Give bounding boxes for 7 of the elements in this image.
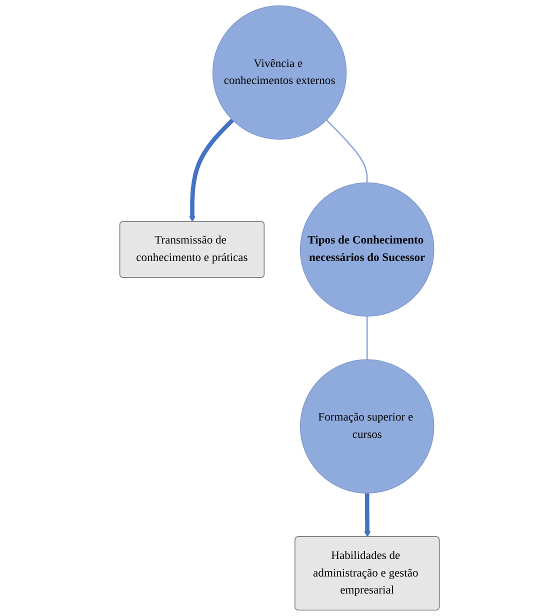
connector bbox=[366, 316, 368, 360]
node-circle: Tipos de Conhecimento necessários do Sucessor bbox=[300, 182, 434, 317]
node-circle: Formação superior e cursos bbox=[300, 359, 434, 494]
connector bbox=[326, 120, 368, 183]
arrow bbox=[364, 493, 370, 538]
node-circle: Vivência e conhecimentos externos bbox=[212, 5, 347, 140]
arrow bbox=[189, 118, 234, 222]
